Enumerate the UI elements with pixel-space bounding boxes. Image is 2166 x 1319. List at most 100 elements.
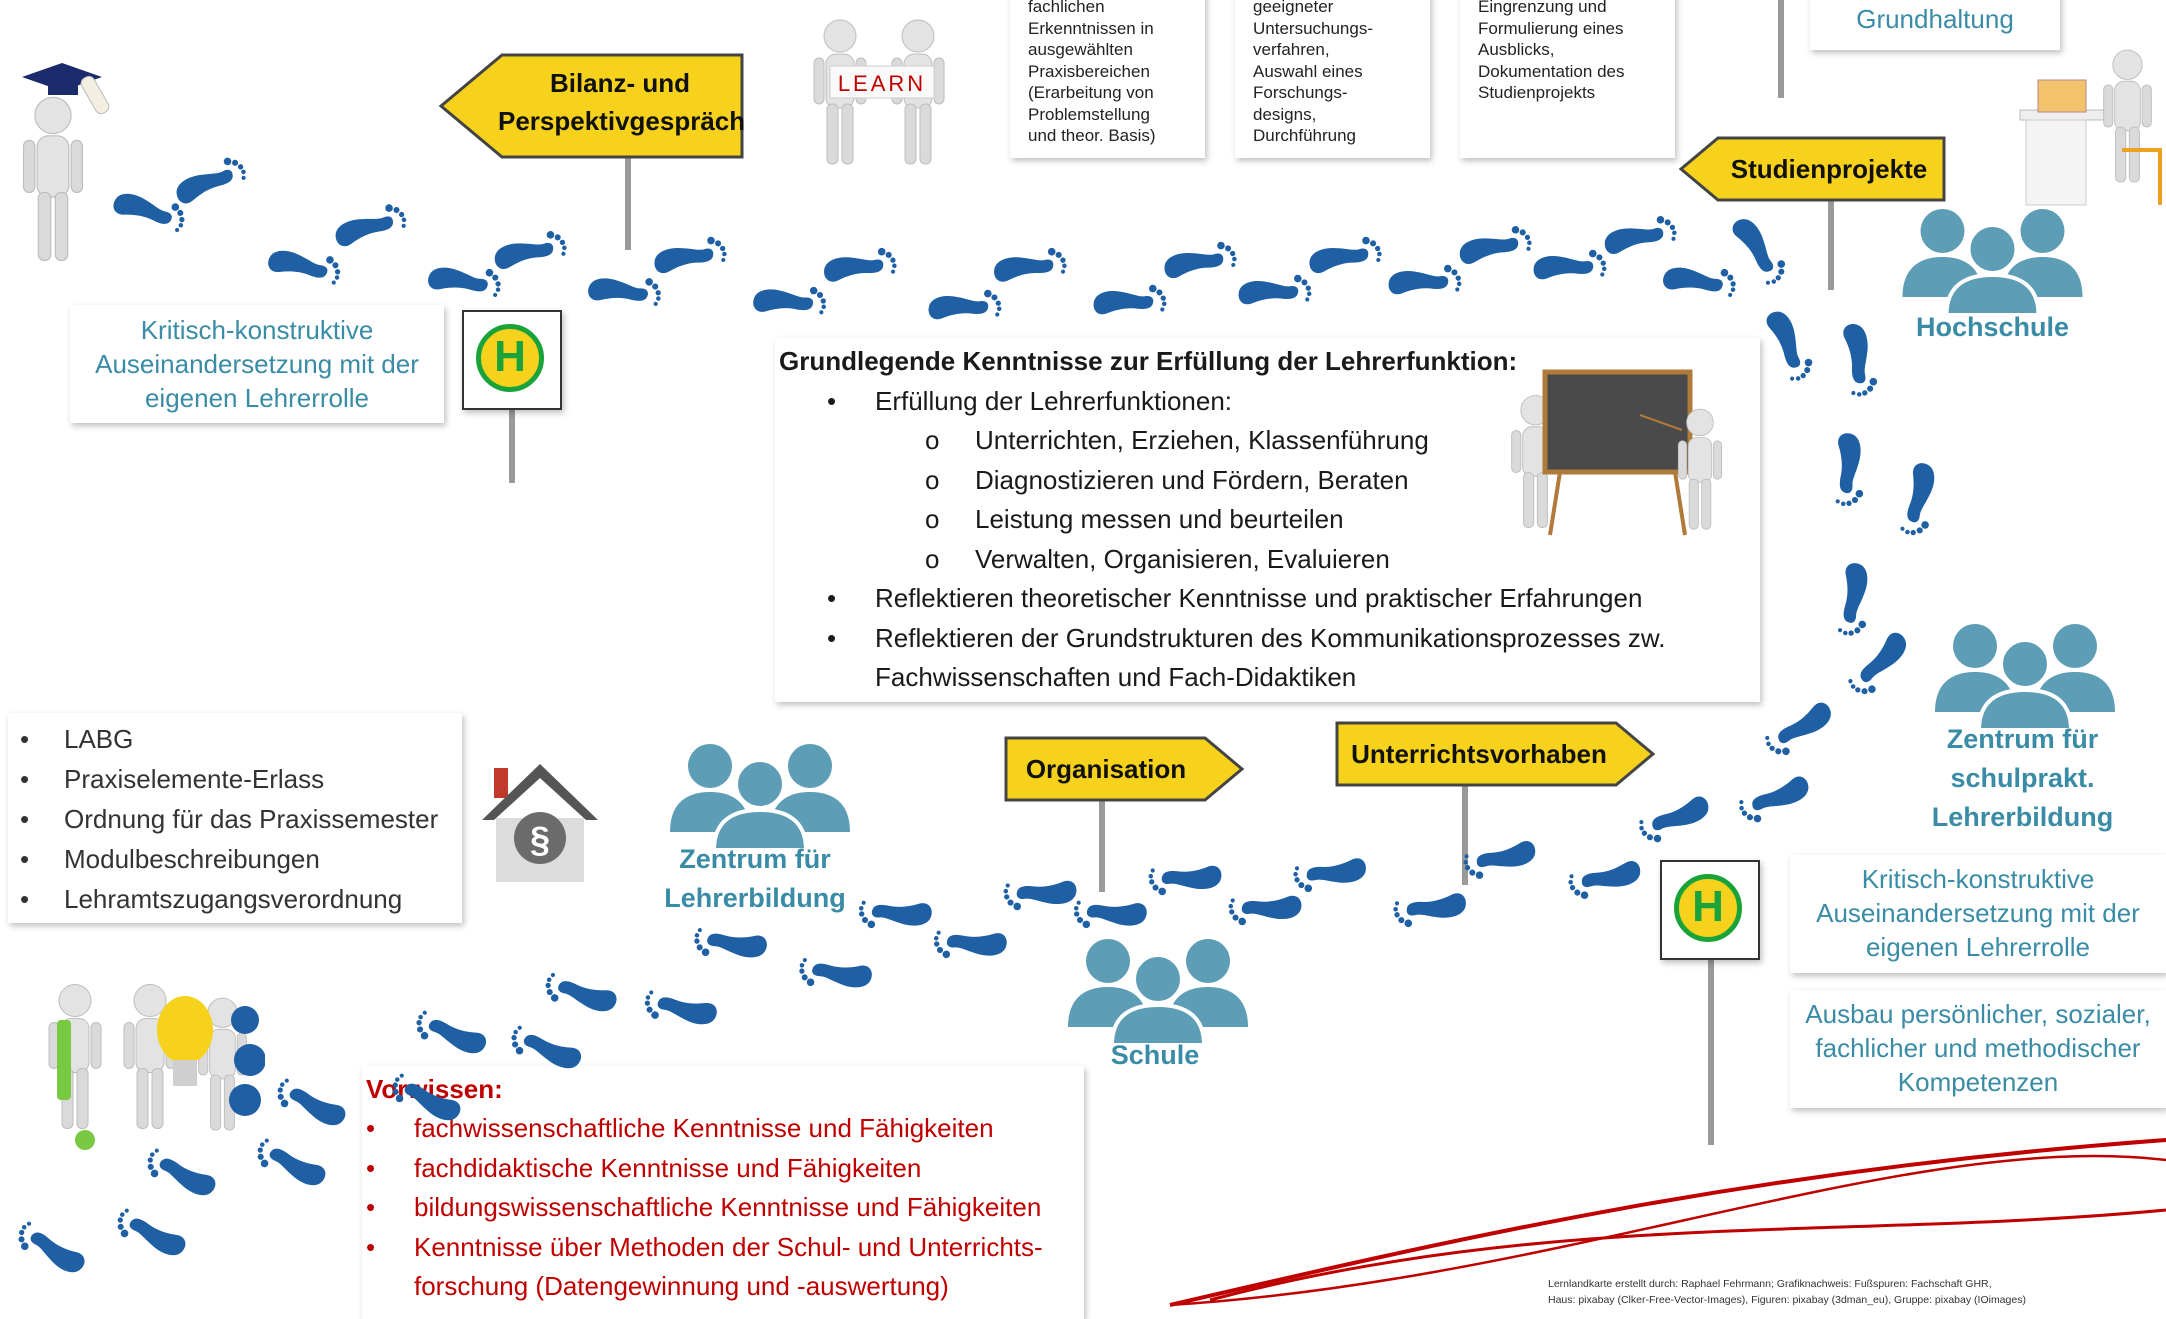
- studienprojekte-sign-pole: [1828, 200, 1834, 290]
- footprint: [1834, 561, 1877, 639]
- footprint: [1292, 857, 1368, 894]
- footprint: [1844, 629, 1917, 702]
- vorwissen-card: Vorwissen: • fachwissenschaftliche Kennt…: [362, 1066, 1084, 1319]
- legal-item-4: Modulbeschreibungen: [64, 844, 320, 874]
- legal-list-card: •LABG •Praxiselemente-Erlass •Ordnung fü…: [8, 713, 462, 923]
- zfl-label-line1: Zentrum für: [679, 844, 831, 874]
- footprint: [270, 1074, 349, 1137]
- vorwissen-item-3: bildungswissenschaftliche Kenntnisse und…: [414, 1192, 1042, 1222]
- bus-stop-left-circle: H: [476, 324, 544, 392]
- footprint: [1735, 774, 1815, 827]
- legal-item-2: Praxiselemente-Erlass: [64, 764, 325, 794]
- center-item2: Reflektieren theoretischer Kenntnisse un…: [875, 583, 1643, 613]
- center-sub-marker: o: [925, 464, 940, 495]
- footprint: [1533, 249, 1607, 280]
- footprint: [110, 1204, 189, 1267]
- zfl-label-line2: Lehrerbildung: [664, 883, 846, 913]
- footprint: [640, 986, 719, 1035]
- zfsl-label-line3: Lehrerbildung: [1931, 802, 2114, 832]
- footprint: [410, 1006, 490, 1065]
- idea-figures: [48, 983, 265, 1150]
- organisation-sign: [1004, 736, 1245, 802]
- footprint: [1003, 880, 1077, 911]
- bilanz-sign-line1: Bilanz- und: [549, 68, 691, 98]
- law-house-icon: [482, 764, 598, 882]
- top-card-3: Eingrenzung und Formulierung eines Ausbl…: [1460, 0, 1675, 158]
- bus-stop-left-pole: [509, 405, 515, 483]
- grundhaltung-card: Grundhaltung: [1810, 0, 2060, 50]
- bus-stop-right-letter: H: [1692, 882, 1724, 931]
- bilanz-sign-line2: Perspektivgespräch: [498, 106, 746, 136]
- footprint: [1896, 461, 1945, 540]
- desk-figure: [2019, 49, 2162, 206]
- right-kompetenz-card: Ausbau persönlicher, sozialer, fachliche…: [1790, 990, 2166, 1108]
- center-sub-4: Verwalten, Organisieren, Evaluieren: [975, 543, 1390, 574]
- footprint: [1729, 210, 1792, 289]
- center-sub-2: Diagnostizieren und Fördern, Beraten: [975, 464, 1409, 495]
- unterrichtsvorhaben-sign-label: Unterrichtsvorhaben: [1351, 739, 1607, 769]
- credit-text: Lernlandkarte erstellt durch: Raphael Fe…: [1548, 1276, 2158, 1308]
- bus-stop-left: H: [462, 310, 562, 410]
- center-item1: Erfüllung der Lehrerfunktionen:: [875, 385, 1233, 416]
- footprint: [1072, 897, 1148, 934]
- footprint: [992, 246, 1068, 283]
- footprint: [250, 1134, 329, 1197]
- teacher-blackboard-figure-front: [1511, 369, 1723, 536]
- footprint: [1238, 274, 1312, 305]
- legal-item-5: Lehramtszugangsverordnung: [64, 884, 403, 914]
- footprint: [385, 1069, 464, 1132]
- hochschule-label: Hochschule: [1915, 312, 2070, 342]
- bus-stop-right-pole: [1708, 955, 1714, 1145]
- footprint: [1832, 432, 1869, 508]
- legal-item-3: Ordnung für das Praxissemester: [64, 804, 439, 834]
- footprint: [426, 258, 504, 301]
- red-swoosh-decoration: [1169, 1138, 2166, 1307]
- unterrichtsvorhaben-sign: [1335, 721, 1656, 787]
- center-title: Grundlegende Kenntnisse zur Erfüllung de…: [779, 346, 1518, 376]
- center-sub-3: Leistung messen und beurteilen: [975, 504, 1344, 534]
- top-card-1: fachlichen Erkenntnissen in ausgewählten…: [1010, 0, 1205, 158]
- learn-text: LEARN: [838, 71, 926, 96]
- learn-figures: LEARN: [813, 19, 945, 165]
- footprint: [491, 228, 569, 271]
- legal-item-1: LABG: [64, 724, 134, 754]
- footprint: [796, 954, 874, 997]
- credit-line-2: Haus: pixabay (Clker-Free-Vector-Images)…: [1548, 1294, 2026, 1306]
- footprint: [505, 1021, 585, 1080]
- vorwissen-item-4-cont: forschung (Datengewinnung und -auswertun…: [414, 1271, 949, 1301]
- footprint: [1392, 892, 1468, 929]
- vorwissen-item-1: fachwissenschaftliche Kenntnisse und Fäh…: [414, 1113, 994, 1143]
- footprint: [1566, 859, 1644, 902]
- footprint: [1456, 223, 1534, 266]
- footprint: [140, 1144, 219, 1207]
- footprint: [822, 246, 898, 283]
- vorwissen-item-4: Kenntnisse über Methoden der Schul- und …: [414, 1231, 1043, 1262]
- footprint: [1764, 305, 1817, 385]
- footprint: [1601, 213, 1679, 256]
- footprint: [691, 924, 769, 967]
- schule-label: Schule: [1110, 1040, 1200, 1070]
- footprint: [1093, 284, 1167, 315]
- law-symbol: §: [529, 819, 551, 860]
- organisation-sign-pole: [1099, 800, 1105, 892]
- center-sub-marker: o: [925, 504, 940, 534]
- vorwissen-item-2: fachdidaktische Kenntnisse und Fähigkeit…: [414, 1152, 922, 1183]
- zfsl-label-line2: schulprakt.: [1950, 763, 2095, 793]
- organisation-sign-label: Organisation: [1025, 754, 1187, 784]
- footprint: [932, 927, 1008, 964]
- footprint: [1148, 865, 1222, 896]
- footprint: [330, 200, 409, 249]
- footprint: [1761, 699, 1840, 762]
- footprint: [928, 289, 1002, 320]
- footprint: [540, 969, 620, 1022]
- footprint: [857, 897, 933, 934]
- right-reflect-card: Kritisch-konstruktive Auseinandersetzung…: [1790, 855, 2166, 973]
- bus-stop-left-letter: H: [494, 332, 526, 381]
- bus-stop-right-circle: H: [1674, 874, 1742, 942]
- footprint: [586, 269, 664, 310]
- footprint: [752, 281, 828, 318]
- footprint: [170, 153, 250, 206]
- center-item3-line2: Fachwissenschaften und Fach-Didaktiken: [875, 662, 1357, 692]
- footprint: [1461, 839, 1539, 882]
